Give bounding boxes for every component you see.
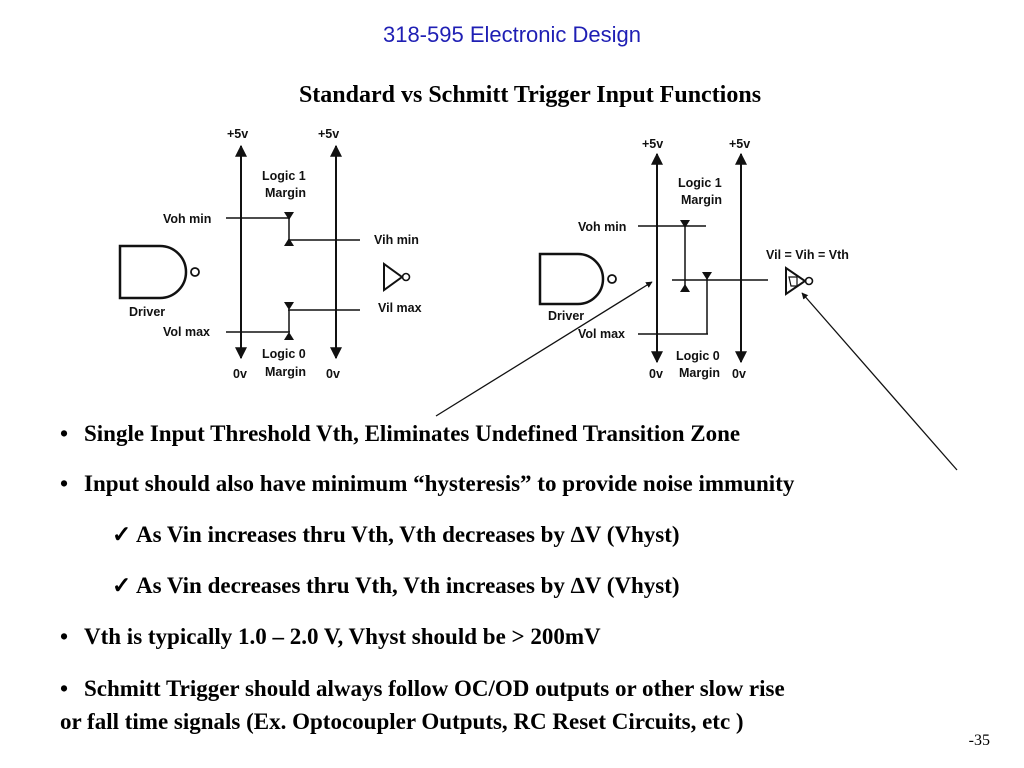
logic1-arrow-up	[680, 284, 690, 292]
supply-label-right: +5v	[318, 127, 339, 141]
vil-label: Vil max	[378, 301, 422, 315]
nand-bubble	[190, 267, 200, 277]
standard-input-labels: +5v +5v 0v 0v Logic 1 Margin Logic 0 Mar…	[129, 127, 422, 381]
bullet-continuation: or fall time signals (Ex. Optocoupler Ou…	[60, 709, 744, 735]
bullet-text: Single Input Threshold Vth, Eliminates U…	[84, 421, 741, 446]
bullet-text: or fall time signals (Ex. Optocoupler Ou…	[60, 709, 744, 734]
voh-label: Voh min	[163, 212, 211, 226]
callout-arrow-threshold	[435, 281, 653, 417]
bullet-marker: •	[60, 624, 69, 649]
schmitt-buffer-gate	[785, 266, 807, 296]
page-number: -35	[968, 732, 990, 749]
receiver-bubble	[804, 276, 814, 286]
logic0-margin-label: Margin	[265, 365, 306, 379]
logic1-label: Logic 1	[678, 176, 722, 190]
schmitt-input-labels: +5v +5v 0v 0v Logic 1 Margin Logic 0 Mar…	[548, 137, 849, 381]
logic0-label: Logic 0	[676, 349, 720, 363]
nand-driver-gate	[118, 244, 188, 300]
logic1-arrow-down	[284, 212, 294, 220]
schmitt-input-diagram	[435, 152, 958, 471]
bullet-text: As Vin increases thru Vth, Vth decreases…	[136, 522, 680, 547]
callout-arrow-schmitt	[801, 292, 958, 471]
ground-label-left: 0v	[649, 367, 663, 381]
voh-label: Voh min	[578, 220, 626, 234]
supply-label-left: +5v	[227, 127, 248, 141]
bullet-item: • Vth is typically 1.0 – 2.0 V, Vhyst sho…	[60, 624, 601, 650]
bullet-item: • Single Input Threshold Vth, Eliminates …	[60, 421, 740, 447]
bullet-item: • Input should also have minimum “hystere…	[60, 471, 794, 497]
ground-label-right: 0v	[732, 367, 746, 381]
slide-title: Standard vs Schmitt Trigger Input Functi…	[298, 82, 762, 108]
nand-driver-gate	[538, 252, 605, 306]
sub-bullet-item: ✓As Vin increases thru Vth, Vth decrease…	[112, 522, 680, 548]
supply-label-left: +5v	[642, 137, 663, 151]
bullet-text: Vth is typically 1.0 – 2.0 V, Vhyst shou…	[84, 624, 601, 649]
logic0-arrow-down	[284, 302, 294, 310]
course-header: 318-595 Electronic Design	[382, 22, 642, 47]
bullet-marker: •	[60, 471, 69, 496]
vih-label: Vih min	[374, 233, 419, 247]
logic0-margin-label: Margin	[679, 366, 720, 380]
receiver-buffer-gate	[383, 262, 404, 292]
logic1-arrow-down	[680, 220, 690, 228]
bullet-text: Schmitt Trigger should always follow OC/…	[84, 676, 785, 701]
standard-input-diagram	[118, 144, 411, 360]
sub-bullet-item: ✓As Vin decreases thru Vth, Vth increase…	[112, 573, 680, 599]
logic1-margin-label: Margin	[681, 193, 722, 207]
hysteresis-symbol	[788, 276, 798, 287]
ground-label-right: 0v	[326, 367, 340, 381]
driver-label: Driver	[129, 305, 165, 319]
logic1-margin-label: Margin	[265, 186, 306, 200]
bullet-text: As Vin decreases thru Vth, Vth increases…	[136, 573, 680, 598]
bullet-item: • Schmitt Trigger should always follow OC…	[60, 676, 785, 702]
ground-label-left: 0v	[233, 367, 247, 381]
logic0-label: Logic 0	[262, 347, 306, 361]
nand-bubble	[607, 274, 617, 284]
logic0-arrow-down	[702, 272, 712, 280]
vol-label: Vol max	[163, 325, 210, 339]
supply-label-right: +5v	[729, 137, 750, 151]
bullet-marker: •	[60, 676, 69, 701]
bullet-marker: •	[60, 421, 69, 446]
driver-label: Driver	[548, 309, 584, 323]
bullet-text: Input should also have minimum “hysteres…	[84, 471, 795, 496]
vol-label: Vol max	[578, 327, 625, 341]
logic0-arrow-up	[284, 332, 294, 340]
receiver-bubble	[401, 272, 411, 282]
threshold-label: Vil = Vih = Vth	[766, 248, 849, 262]
logic1-label: Logic 1	[262, 169, 306, 183]
logic1-arrow-up	[284, 238, 294, 246]
check-icon: ✓	[112, 573, 132, 598]
check-icon: ✓	[112, 522, 132, 547]
